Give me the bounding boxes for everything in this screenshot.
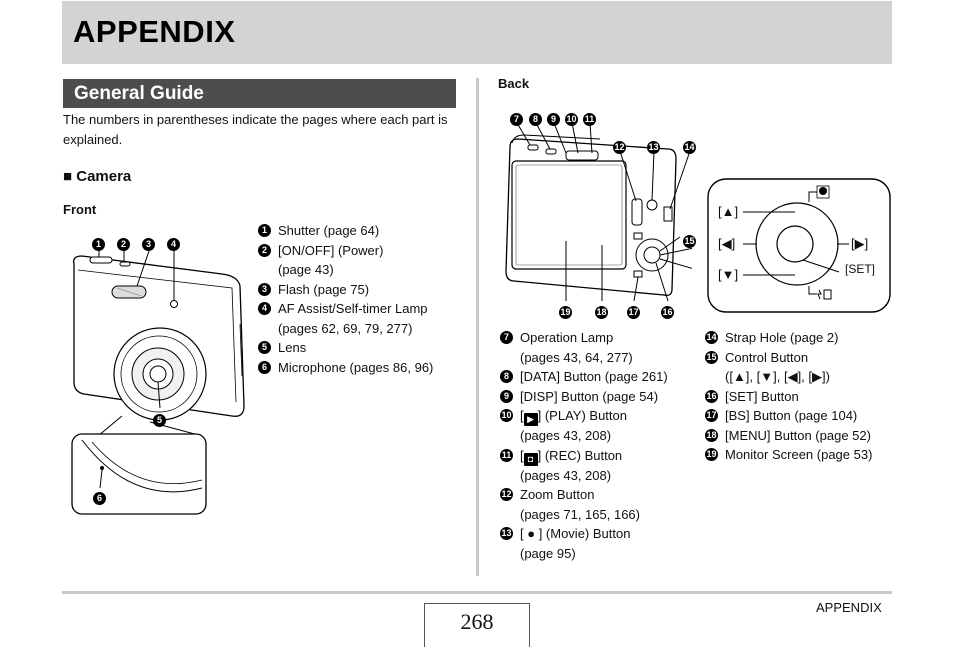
back-callout-10: 10 <box>565 113 578 126</box>
control-set-label: [SET] <box>845 262 876 276</box>
list-item-continued: ([▲], [▼], [◀], [▶]) <box>725 369 830 384</box>
list-item-continued: (pages 43, 208) <box>520 467 612 483</box>
intro-text: The numbers in parentheses indicate the … <box>63 112 448 147</box>
list-item-continued: (page 43) <box>278 262 334 277</box>
back-callout-19: 19 <box>559 306 572 319</box>
page-number: 268 <box>460 609 494 634</box>
list-item: 10[▶] (PLAY) Button <box>500 408 627 426</box>
camera-heading-text: Camera <box>76 168 132 185</box>
back-callout-16: 16 <box>661 306 674 319</box>
control-right-label: [▶] <box>851 236 869 251</box>
back-callout-12: 12 <box>613 141 626 154</box>
camera-heading: ■ Camera <box>63 168 131 185</box>
footer-section-label: APPENDIX <box>816 600 882 615</box>
list-item: 18[MENU] Button (page 52) <box>705 427 871 443</box>
back-label: Back <box>498 76 530 91</box>
back-camera-diagram <box>505 122 692 302</box>
section-title: General Guide <box>74 83 204 104</box>
front-camera-diagram <box>71 250 245 515</box>
control-up-label: [▲] <box>718 204 739 219</box>
front-callout-3: 3 <box>142 234 155 252</box>
front-label: Front <box>63 202 97 217</box>
back-callout-14: 14 <box>683 141 696 154</box>
list-item: 8[DATA] Button (page 261) <box>500 367 668 387</box>
back-callout-9: 9 <box>547 109 560 127</box>
list-item: 16[SET] Button <box>705 388 799 404</box>
square-bullet-icon: ■ <box>63 168 73 185</box>
control-down-label: [▼] <box>718 267 739 282</box>
list-item: 17[BS] Button (page 104) <box>705 408 858 423</box>
list-item-continued: (pages 43, 208) <box>520 428 612 443</box>
back-callout-8: 8 <box>529 109 542 127</box>
back-callout-7: 7 <box>510 109 523 127</box>
play-icon: ▶ <box>523 413 538 426</box>
list-item-continued: (pages 43, 64, 277) <box>520 349 633 365</box>
list-item: 13[ ● ] (Movie) Button <box>500 526 631 541</box>
front-callout-1: 1 <box>92 234 105 252</box>
footer-rule <box>62 591 892 594</box>
front-callout-5: 5 <box>153 410 166 428</box>
page-number-box: 268 <box>424 603 530 647</box>
column-divider <box>476 78 479 576</box>
front-callout-6: 6 <box>93 488 106 506</box>
front-callout-2: 2 <box>117 234 130 252</box>
front-callout-4: 4 <box>167 234 180 252</box>
list-item: 9[DISP] Button (page 54) <box>500 387 668 407</box>
page-header: APPENDIX <box>62 1 892 64</box>
list-item-continued: (pages 62, 69, 79, 277) <box>278 320 413 336</box>
list-item: 2[ON/OFF] (Power) <box>258 241 433 261</box>
back-callout-18: 18 <box>595 306 608 319</box>
camera-icon: ◘ <box>523 452 538 466</box>
list-item: 11[◘] (REC) Button <box>500 447 623 466</box>
back-callout-11: 11 <box>583 113 596 126</box>
back-callout-17: 17 <box>627 306 640 319</box>
control-button-inset <box>707 178 891 313</box>
control-left-label: [◀] <box>718 236 736 251</box>
list-item-continued: (page 95) <box>520 545 576 561</box>
page-title: APPENDIX <box>73 14 236 49</box>
list-item-continued: (pages 71, 165, 166) <box>520 506 640 522</box>
section-title-bar: General Guide <box>63 79 456 108</box>
back-callout-15: 15 <box>683 235 696 248</box>
back-callout-13: 13 <box>647 141 660 154</box>
